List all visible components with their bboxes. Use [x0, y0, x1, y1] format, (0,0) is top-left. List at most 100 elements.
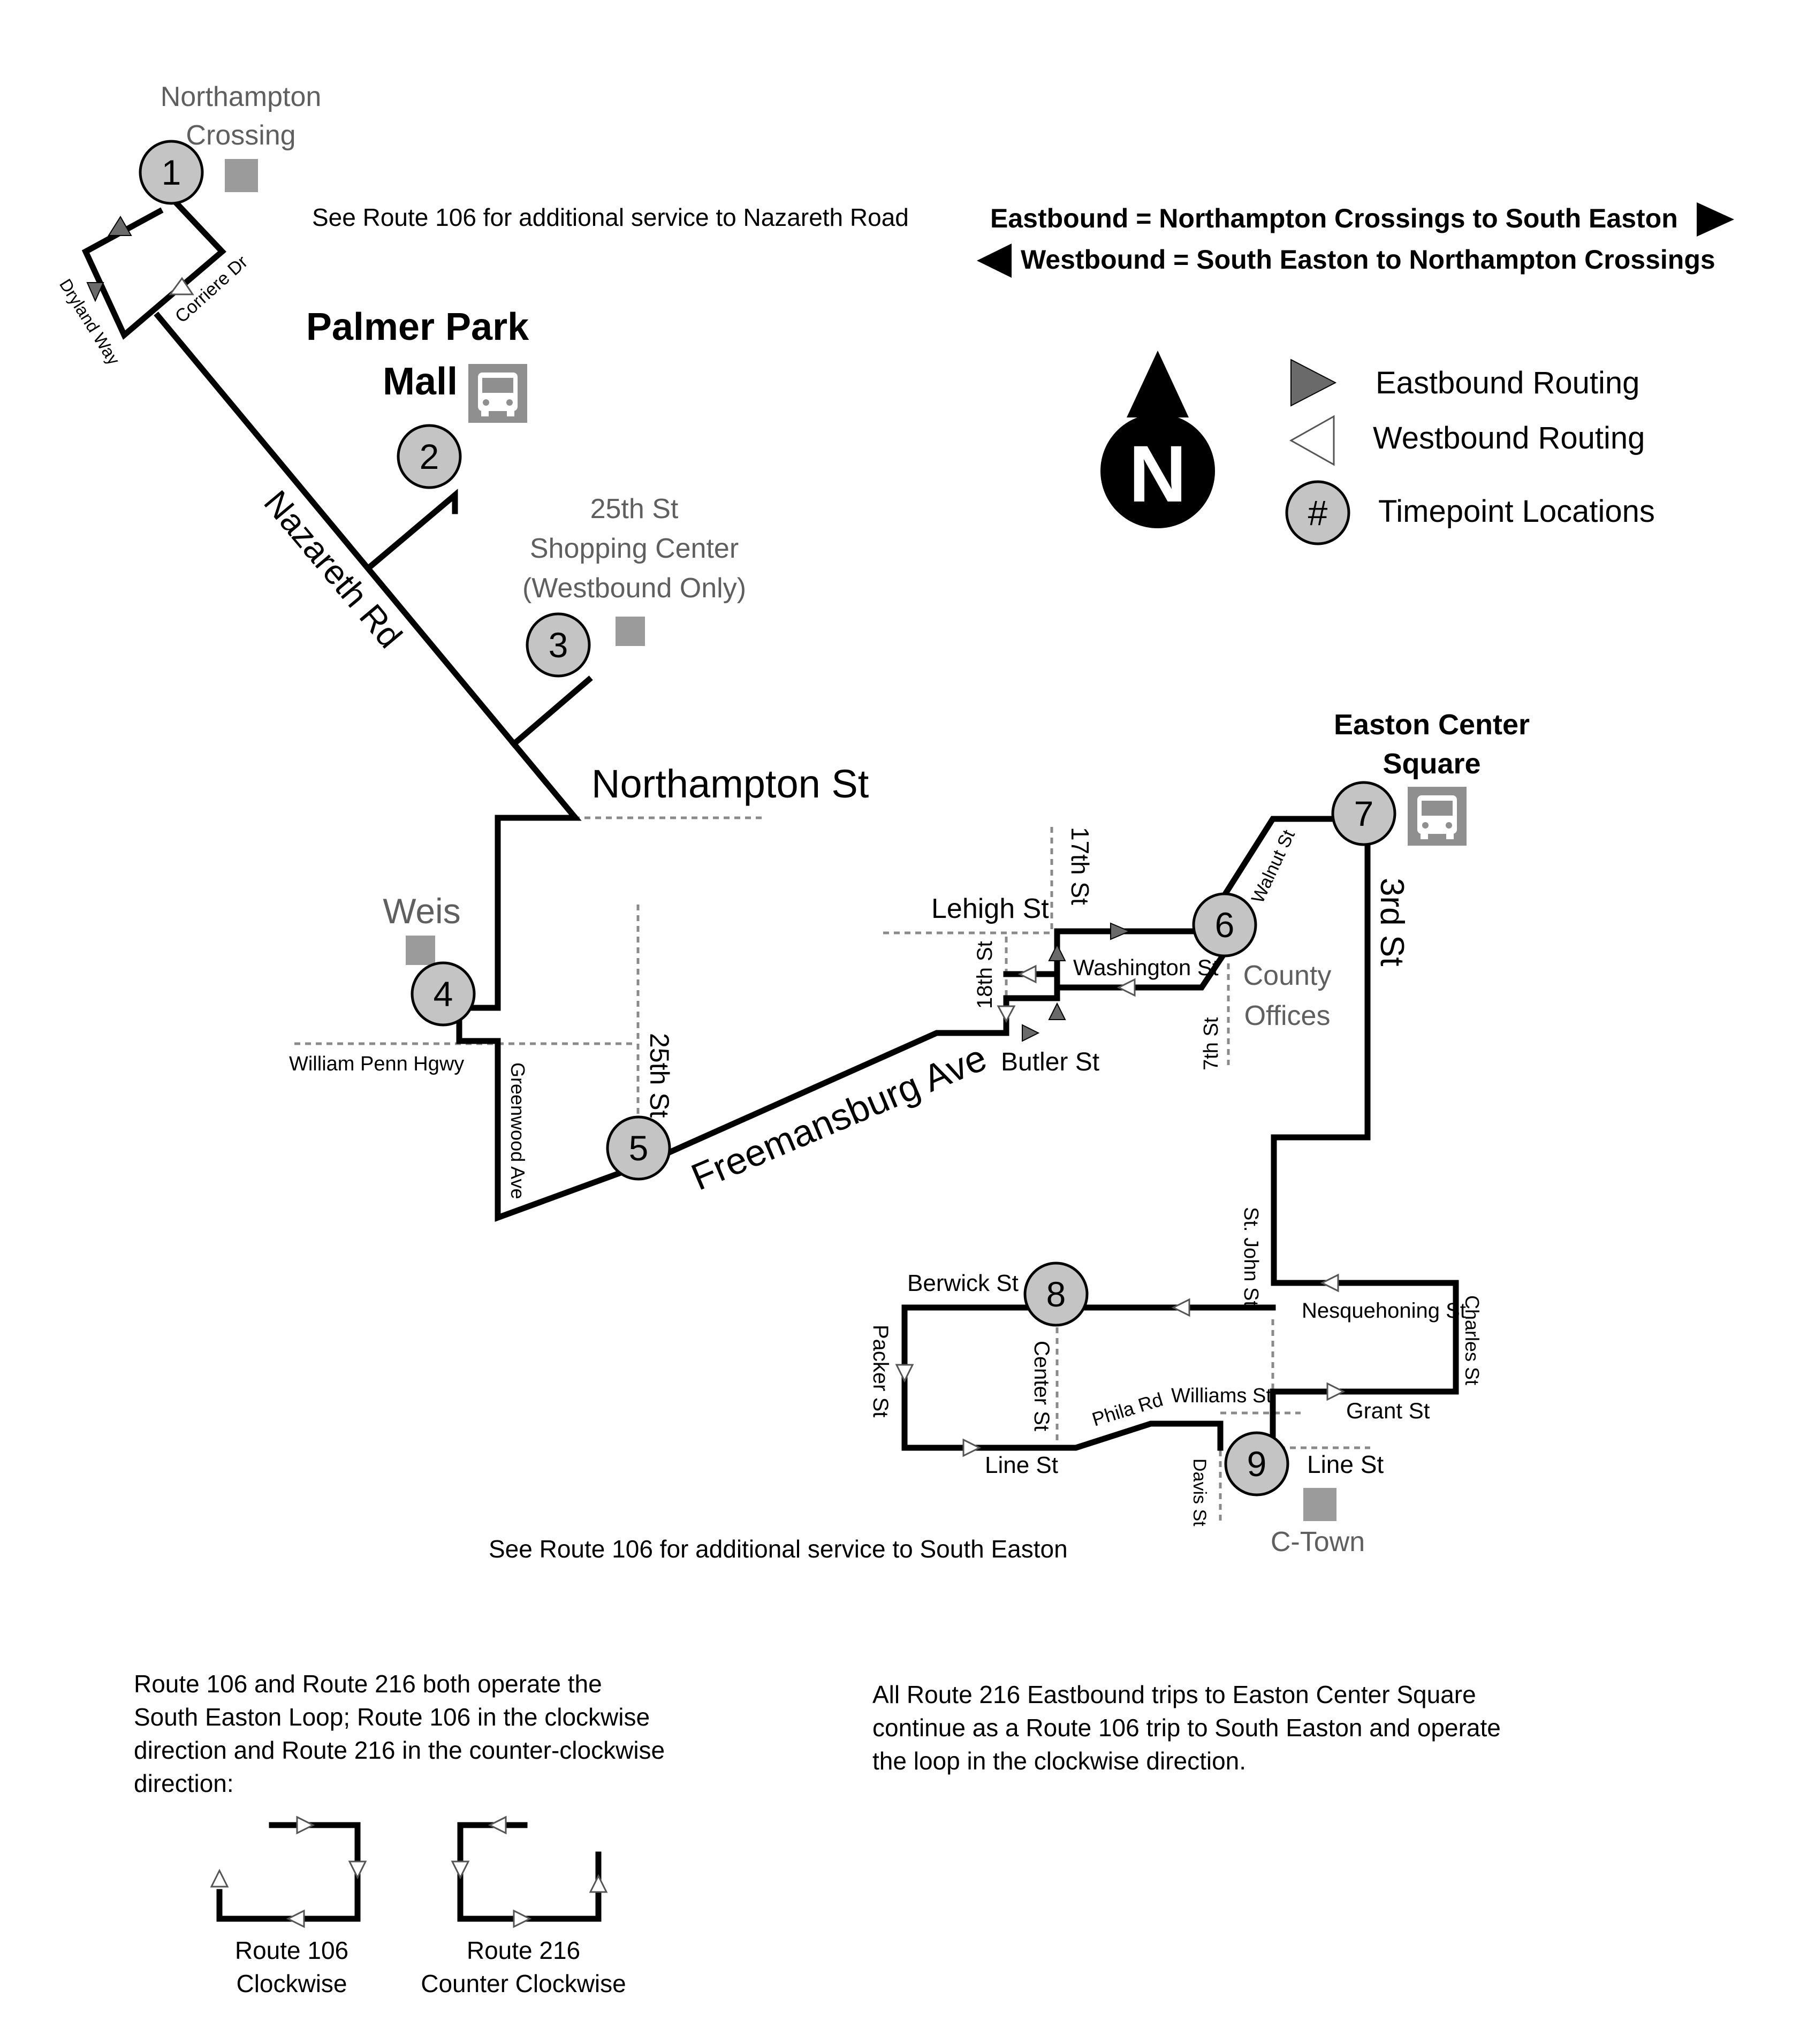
butler-st-label: Butler St: [1001, 1048, 1099, 1076]
svg-text:the loop in the clockwise dire: the loop in the clockwise direction.: [872, 1747, 1246, 1775]
easton-center-square-label: Square: [1383, 748, 1480, 780]
svg-text:7: 7: [1354, 794, 1374, 833]
berwick-st-label: Berwick St: [907, 1270, 1019, 1296]
svg-text:2: 2: [420, 437, 439, 476]
3rd-st-label: 3rd St: [1373, 878, 1410, 966]
svg-text:Route 216: Route 216: [467, 1936, 580, 1964]
nesquehoning-st-label: Nesquehoning St: [1302, 1299, 1466, 1323]
nazareth-service-note: See Route 106 for additional service to …: [312, 203, 909, 231]
timepoint-6: 6: [1192, 892, 1257, 958]
weis-label: Weis: [383, 891, 460, 931]
7th-st-label: 7th St: [1200, 1017, 1222, 1070]
timepoint-5: 5: [606, 1115, 671, 1181]
svg-text:8: 8: [1046, 1274, 1066, 1314]
timepoint-locations-label: Timepoint Locations: [1378, 494, 1655, 529]
svg-text:Route 106 and Route 216 both o: Route 106 and Route 216 both operate the: [134, 1670, 602, 1698]
place-marker-icon: [406, 936, 435, 965]
line-st-east-label: Line St: [1307, 1450, 1384, 1478]
eastbound-definition: Eastbound = Northampton Crossings to Sou…: [990, 203, 1678, 233]
25th-st-label: 25th St: [644, 1033, 674, 1118]
place-markers: [225, 159, 1336, 1521]
svg-text:5: 5: [629, 1128, 649, 1168]
nazareth-rd-label: Nazareth Rd: [256, 483, 409, 656]
eastbound-note: All Route 216 Eastbound trips to Easton …: [872, 1681, 1501, 1775]
svg-text:6: 6: [1215, 905, 1235, 945]
center-st-label: Center St: [1030, 1341, 1053, 1431]
westbound-arrow-icon: [962, 1438, 982, 1457]
place-marker-icon: [225, 159, 258, 192]
timepoint-legend-icon: #: [1285, 480, 1350, 545]
south-easton-service-note: See Route 106 for additional service to …: [489, 1535, 1068, 1563]
shopping-center-label: Shopping Center: [530, 533, 739, 564]
bus-stop-icon: [1408, 787, 1467, 846]
westbound-definition: Westbound = South Easton to Northampton …: [1021, 245, 1715, 275]
greenwood-ave-label: Greenwood Ave: [507, 1062, 529, 1199]
county-offices-label: County: [1243, 960, 1332, 991]
svg-text:Counter Clockwise: Counter Clockwise: [421, 1970, 626, 1997]
westbound-arrow-icon: [895, 1364, 914, 1383]
westbound-arrow-icon: [997, 1005, 1016, 1023]
walnut-st-label: Walnut St: [1248, 826, 1299, 906]
westbound-arrow-icon: [977, 244, 1012, 278]
18th-st-label: 18th St: [973, 941, 997, 1009]
svg-text:Clockwise: Clockwise: [236, 1970, 347, 1997]
eastbound-arrow-icon: [1290, 359, 1337, 407]
svg-text:9: 9: [1247, 1444, 1267, 1484]
shopping-center-label: 25th St: [590, 493, 679, 525]
legend: Eastbound = Northampton Crossings to Sou…: [977, 202, 1734, 545]
westbound-arrow-icon: [1289, 415, 1335, 466]
loop-note: Route 106 and Route 216 both operate the…: [134, 1670, 665, 1797]
svg-text:direction:: direction:: [134, 1769, 234, 1797]
svg-text:All Route 216 Eastbound trips: All Route 216 Eastbound trips to Easton …: [872, 1681, 1476, 1708]
palmer-park-mall-label: Palmer Park: [306, 306, 529, 348]
packer-st-label: Packer St: [869, 1325, 892, 1417]
lehigh-st-label: Lehigh St: [931, 893, 1049, 924]
place-marker-icon: [1303, 1488, 1336, 1521]
williams-st-label: Williams St: [1171, 1385, 1272, 1407]
charles-st-label: Charles St: [1461, 1295, 1483, 1385]
eastbound-arrow-icon: [1022, 1024, 1040, 1042]
westbound-arrow-icon: [1320, 1273, 1339, 1293]
westbound-arrow-icon: [1117, 978, 1136, 997]
route-216-loop-diagram: Route 216 Counter Clockwise: [421, 1815, 626, 1997]
westbound-arrow-icon: [1017, 964, 1037, 984]
northampton-st-label: Northampton St: [591, 762, 869, 806]
timepoint-8: 8: [1023, 1262, 1089, 1327]
westbound-routing-label: Westbound Routing: [1373, 421, 1645, 455]
svg-text:1: 1: [162, 153, 181, 192]
timepoint-9: 9: [1224, 1431, 1289, 1496]
north-arrow-icon: N: [1100, 351, 1215, 528]
county-offices-label: Offices: [1244, 1000, 1331, 1031]
svg-text:3: 3: [549, 625, 568, 665]
line-st-west-label: Line St: [985, 1452, 1058, 1478]
grant-st-label: Grant St: [1346, 1398, 1430, 1423]
westbound-arrow-icon: [169, 277, 194, 295]
svg-text:continue as a Route 106 trip t: continue as a Route 106 trip to South Ea…: [872, 1714, 1501, 1742]
svg-text:Route 106: Route 106: [235, 1936, 348, 1964]
timepoint-2: 2: [397, 424, 462, 489]
st-john-st-label: St. John St: [1240, 1207, 1262, 1306]
timepoint-4: 4: [411, 961, 476, 1027]
eastbound-arrow-icon: [86, 282, 104, 302]
shopping-center-label: (Westbound Only): [522, 573, 746, 604]
westbound-arrow-icon: [1326, 1382, 1346, 1401]
svg-text:N: N: [1129, 429, 1187, 519]
svg-text:South Easton Loop; Route 106 i: South Easton Loop; Route 106 in the cloc…: [134, 1703, 650, 1731]
route-106-loop-diagram: Route 106 Clockwise: [210, 1815, 367, 1997]
william-penn-hgwy-label: William Penn Hgwy: [289, 1053, 464, 1075]
eastbound-arrow-icon: [1110, 922, 1131, 940]
freemansburg-ave-label: Freemansburg Ave: [685, 1036, 992, 1198]
palmer-park-mall-label: Mall: [383, 360, 458, 403]
eastbound-arrow-icon: [1048, 1002, 1066, 1020]
eastbound-arrow-icon: [1697, 202, 1734, 237]
timepoint-1: 1: [139, 140, 204, 205]
svg-text:#: #: [1308, 493, 1328, 533]
easton-center-square-label: Easton Center: [1334, 709, 1530, 741]
northampton-crossing-label: Crossing: [186, 120, 295, 151]
eastbound-arrow-icon: [108, 216, 132, 236]
northampton-crossing-label: Northampton: [161, 81, 322, 112]
westbound-arrow-icon: [1171, 1298, 1190, 1317]
eastbound-routing-label: Eastbound Routing: [1376, 366, 1639, 400]
eastbound-arrow-icon: [1048, 943, 1066, 961]
